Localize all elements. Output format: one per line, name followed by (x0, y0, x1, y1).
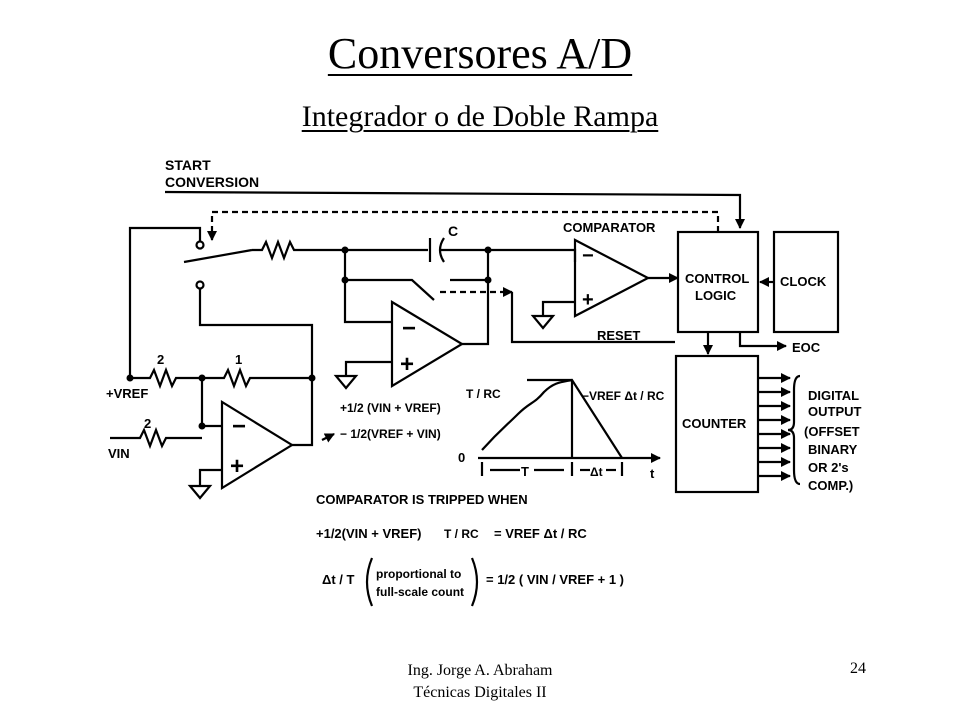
switch-to-buffer-wire (198, 289, 314, 378)
integrator-minus: − (402, 315, 416, 342)
integrator-output-wire (462, 248, 577, 346)
comparator-ground-wire (541, 300, 575, 316)
axis-t: t (650, 466, 655, 481)
comparator-label: COMPARATOR (563, 220, 656, 235)
footer-course: Técnicas Digitales II (413, 684, 547, 701)
equation-2-rhs: = 1/2 ( VIN / VREF + 1 ) (486, 572, 624, 587)
buffer-minus: − (232, 413, 246, 440)
input-switch (183, 240, 253, 290)
comparator-plus: + (582, 289, 594, 311)
control-label-1: CONTROL (685, 271, 749, 286)
integrator-ground-wire (344, 360, 392, 376)
ramp-up-label: +1/2 (VIN + VREF) (340, 401, 441, 415)
buffer-ground-wire (198, 468, 222, 486)
buffer-plus: + (230, 453, 244, 480)
output-label-1: DIGITAL (808, 388, 859, 403)
integrator-plus: + (400, 351, 414, 378)
footer-author: Ing. Jorge A. Abraham (407, 662, 553, 679)
counter-label: COUNTER (682, 416, 747, 431)
output-label-3: (OFFSET (804, 424, 860, 439)
output-label-2: OUTPUT (808, 404, 862, 419)
equation-2-close-paren (470, 557, 479, 607)
equation-2-lhs: Δt / T (322, 572, 355, 587)
ground-icon (333, 374, 359, 390)
output-label-5: OR 2's (808, 460, 849, 475)
equation-2-mid-2: full-scale count (376, 585, 464, 599)
input-resistors-top (148, 366, 312, 390)
reset-label: RESET (597, 328, 640, 343)
axis-T: T (521, 464, 529, 479)
ramp-down-slope: −VREF Δt / RC (582, 389, 665, 403)
resistor-2a-label: 2 (157, 352, 164, 367)
eoc-label: EOC (792, 340, 821, 355)
integrator-inverting-wire (343, 250, 392, 324)
slide-title: Conversores A/D (327, 29, 633, 78)
vin-input-label: VIN (108, 446, 130, 461)
switch-control-dashed (207, 210, 720, 241)
buffer-output-wire (292, 378, 314, 447)
clock-label: CLOCK (780, 274, 827, 289)
control-label-2: LOGIC (695, 288, 737, 303)
equation-1-fraction: T / RC (444, 527, 479, 541)
equation-2-mid-1: proportional to (376, 567, 461, 581)
output-label-4: BINARY (808, 442, 858, 457)
input-buffer-opamp (220, 400, 295, 490)
vin-resistor (110, 426, 202, 450)
comparator-minus: − (582, 245, 594, 267)
ramp-waveform (478, 378, 661, 476)
equation-2-open-paren (365, 557, 374, 607)
reset-wire (510, 292, 675, 344)
equation-heading: COMPARATOR IS TRIPPED WHEN (316, 492, 528, 507)
integrator-resistor (252, 238, 345, 262)
resistor-2b-label: 2 (144, 416, 151, 431)
page-number: 24 (850, 660, 866, 677)
slide-footer: Ing. Jorge A. Abraham Técnicas Digitales… (330, 660, 630, 704)
eoc-wire (738, 332, 787, 351)
vref-input-label: +VREF (106, 386, 148, 401)
ramp-down-label: − 1/2(VREF + VIN) (340, 427, 441, 441)
capacitor-label: C (448, 223, 458, 239)
start-label-1: START (165, 157, 211, 173)
reset-switch (345, 278, 435, 301)
equation-1-rhs: = VREF Δt / RC (494, 526, 587, 541)
start-label-2: CONVERSION (165, 174, 259, 190)
equation-1-lhs: +1/2(VIN + VREF) (316, 526, 421, 541)
axis-zero: 0 (458, 450, 465, 465)
ground-icon (187, 484, 213, 500)
ramp-up-slope: T / RC (466, 387, 501, 401)
counter-block (674, 354, 760, 494)
start-conversion-wire (164, 190, 745, 229)
output-brace (787, 374, 801, 486)
ground-icon (530, 314, 556, 330)
resistor-1-label: 1 (235, 352, 242, 367)
slide-subtitle: Integrador o de Doble Rampa (301, 100, 659, 133)
output-label-6: COMP.) (808, 478, 853, 493)
buffer-feedback-wire (200, 378, 222, 428)
integrator-opamp (390, 300, 465, 388)
comparator-opamp (573, 238, 651, 318)
control-logic-block (676, 230, 760, 334)
digital-output-arrows (758, 373, 791, 481)
axis-delta-t: Δt (590, 465, 603, 479)
vref-feed-wire (128, 226, 202, 380)
capacitor (345, 237, 488, 263)
ramp-pointer-arrow (321, 433, 335, 443)
